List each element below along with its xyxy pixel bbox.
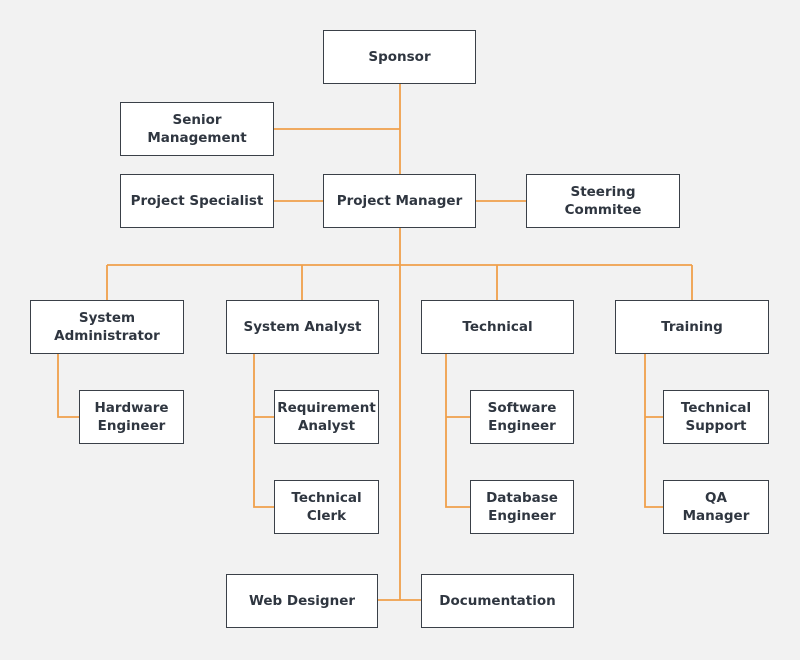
node-project-specialist: Project Specialist: [120, 174, 274, 228]
connector-training-branch: [644, 354, 663, 508]
node-database-engineer: Database Engineer: [470, 480, 574, 534]
connector-hardware-engineer: [57, 354, 79, 418]
node-system-administrator: System Administrator: [30, 300, 184, 354]
node-software-engineer: Software Engineer: [470, 390, 574, 444]
node-system-analyst: System Analyst: [226, 300, 379, 354]
node-documentation: Documentation: [421, 574, 574, 628]
node-qa-manager: QA Manager: [663, 480, 769, 534]
node-senior-management: Senior Management: [120, 102, 274, 156]
node-technical: Technical: [421, 300, 574, 354]
node-requirement-analyst: Requirement Analyst: [274, 390, 379, 444]
node-hardware-engineer: Hardware Engineer: [79, 390, 184, 444]
node-technical-support: Technical Support: [663, 390, 769, 444]
node-web-designer: Web Designer: [226, 574, 378, 628]
connector-technical-branch: [445, 354, 470, 508]
node-technical-clerk: Technical Clerk: [274, 480, 379, 534]
node-project-manager: Project Manager: [323, 174, 476, 228]
node-steering-committee: Steering Commitee: [526, 174, 680, 228]
node-training: Training: [615, 300, 769, 354]
node-sponsor: Sponsor: [323, 30, 476, 84]
connector-analyst-branch: [253, 354, 274, 508]
